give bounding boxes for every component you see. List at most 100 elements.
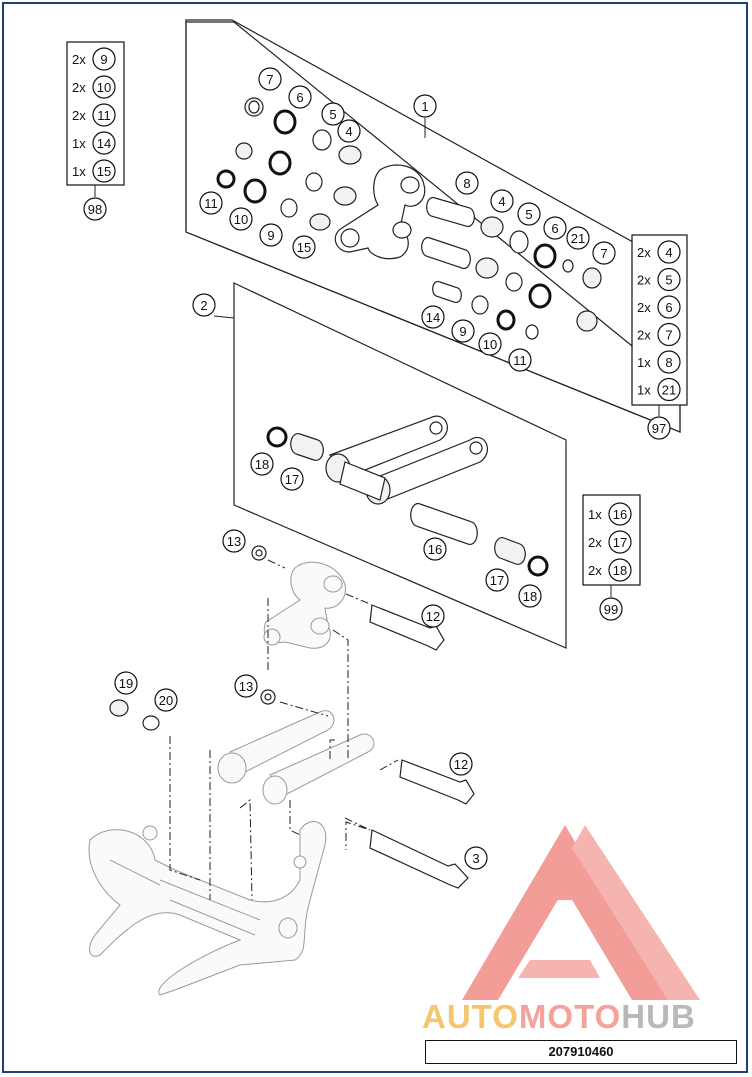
kit-97-row: 1x: [637, 355, 651, 370]
watermark-logo-icon: [462, 825, 700, 1000]
part-callout-10-label: 10: [483, 337, 497, 352]
part-callout-13: 13: [222, 529, 246, 553]
part-callout-21: 21: [566, 226, 590, 250]
part-callout-6-label: 6: [551, 221, 558, 236]
part-callout-14-label: 14: [426, 310, 440, 325]
part-callout-18: 18: [518, 584, 542, 608]
part-callout-14: 14: [421, 305, 445, 329]
kit-row-ref-callout: 8: [657, 350, 681, 374]
part-callout-12-label: 12: [454, 757, 468, 772]
part-callout-17: 17: [280, 467, 304, 491]
kit-panel-2-outline: [233, 282, 567, 649]
assembly-dashed-lines: [169, 559, 399, 901]
part-callouts: 1234455667789910101111121213131415161717…: [114, 67, 616, 870]
kit-98-row: 2x: [72, 80, 86, 95]
kit-row-ref-callout: 9: [92, 47, 116, 71]
part-callout-13-label: 13: [227, 534, 241, 549]
part-callout-12: 12: [421, 604, 445, 628]
kit-98-callout-label: 98: [88, 202, 102, 217]
part-callout-5-label: 5: [329, 107, 336, 122]
part-callout-4-label: 4: [498, 194, 505, 209]
kit-row-ref-callout: 21: [657, 377, 681, 402]
kit-row-ref-callout: 5: [657, 267, 681, 292]
kit-row-ref-callout: 18: [608, 558, 632, 582]
kit-row-qty: 2x: [72, 52, 86, 67]
kit-row-ref-callout-label: 21: [662, 383, 676, 398]
part-callout-15: 15: [292, 235, 316, 259]
part-callout-10: 10: [478, 332, 502, 356]
watermark-text: AUTOMOTOHUB: [422, 998, 696, 1036]
part-callout-15-label: 15: [297, 240, 311, 255]
kit-98-row: 2x: [72, 52, 86, 67]
kit-97-row: 2x: [637, 273, 651, 288]
kit-row-qty: 2x: [72, 108, 86, 123]
kit-row-qty: 2x: [637, 328, 651, 343]
kit-row-ref-callout: 4: [657, 240, 681, 264]
watermark-part-1: AUTO: [422, 998, 519, 1035]
part-callout-4: 4: [490, 189, 514, 213]
part-callout-11: 11: [508, 348, 532, 372]
watermark-part-3: HUB: [621, 998, 696, 1035]
kit-99-row: 2x: [588, 563, 602, 578]
part-callout-2: 2: [192, 293, 216, 317]
kit-row-qty: 1x: [637, 383, 651, 398]
kit-row-ref-callout-label: 17: [613, 535, 627, 550]
part-callout-7: 7: [592, 241, 616, 265]
kit-row-ref-callout: 16: [608, 502, 632, 526]
part-callout-8: 8: [455, 171, 479, 195]
kit-row-ref-callout: 10: [92, 75, 116, 99]
kit-row-qty: 1x: [637, 355, 651, 370]
part-callout-3-label: 3: [472, 851, 479, 866]
part-callout-9-label: 9: [267, 228, 274, 243]
kit-97-row: 2x: [637, 300, 651, 315]
part-callout-19-label: 19: [119, 676, 133, 691]
kit-row-ref-callout: 15: [92, 159, 116, 183]
kit-row-ref-callout: 17: [608, 530, 632, 554]
watermark-part-2: MOTO: [518, 998, 622, 1035]
kit-row-qty: 1x: [72, 164, 86, 179]
panel-2-parts: [266, 415, 549, 577]
kit-row-ref-callout-label: 4: [665, 245, 672, 260]
part-callout-9-label: 9: [459, 324, 466, 339]
part-callout-18-label: 18: [523, 589, 537, 604]
part-callout-17: 17: [485, 568, 509, 592]
part-callout-17-label: 17: [490, 573, 504, 588]
kit-row-ref-callout-label: 11: [97, 108, 111, 123]
kit-97-box: [631, 234, 688, 416]
kit-row-qty: 2x: [588, 563, 602, 578]
kit-row-qty: 2x: [637, 273, 651, 288]
part-callout-5-label: 5: [525, 207, 532, 222]
part-callout-6: 6: [543, 216, 567, 240]
kit-99-callout: 99: [599, 597, 623, 621]
kit-98-row: 1x: [72, 164, 86, 179]
kit-97-row: 2x: [637, 245, 651, 260]
part-callout-17-label: 17: [285, 472, 299, 487]
part-callout-4-label: 4: [345, 124, 352, 139]
part-callout-10-label: 10: [234, 212, 248, 227]
kit-row-ref-callout: 6: [657, 295, 681, 319]
part-callout-16-label: 16: [428, 542, 442, 557]
part-callout-19: 19: [114, 671, 138, 695]
part-number-label: 207910460: [425, 1040, 737, 1064]
part-callout-3: 3: [464, 846, 488, 870]
kit-row-qty: 2x: [637, 245, 651, 260]
kit-97-row: 2x: [637, 328, 651, 343]
part-callout-10: 10: [229, 207, 253, 231]
part-callout-5: 5: [517, 202, 541, 226]
kit-98-row: 2x: [72, 108, 86, 123]
kit-98-row: 1x: [72, 136, 86, 151]
part-callout-2-label: 2: [200, 298, 207, 313]
kit-row-qty: 2x: [588, 535, 602, 550]
part-callout-16: 16: [423, 537, 447, 561]
kit-row-ref-callout: 7: [657, 322, 681, 347]
part-callout-9: 9: [259, 223, 283, 247]
kit-row-ref-callout-label: 8: [665, 355, 672, 370]
lower-assembly: [88, 545, 475, 996]
kit-row-ref-callout: 14: [92, 131, 116, 155]
kit-99-callout-label: 99: [604, 602, 618, 617]
part-callout-5: 5: [321, 102, 345, 126]
panel-1-parts: [216, 97, 602, 340]
kit-row-ref-callout: 11: [92, 103, 116, 127]
